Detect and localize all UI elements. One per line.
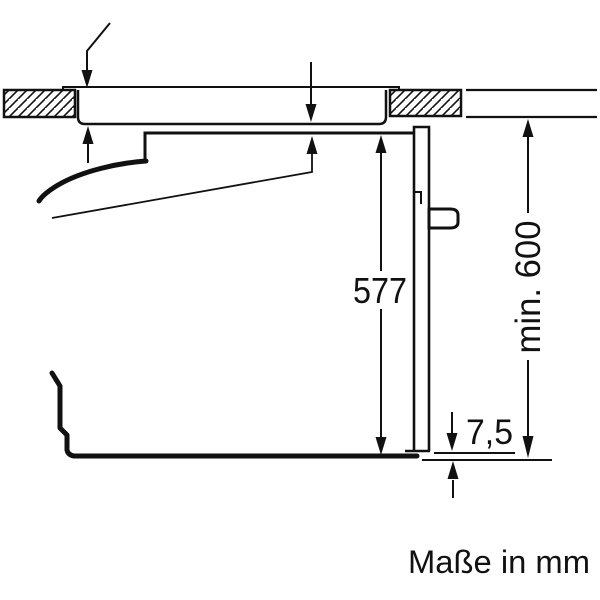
dimension-577: 577	[353, 135, 407, 455]
dim-577-label: 577	[353, 270, 407, 311]
units-note: Maße in mm	[408, 544, 590, 580]
arrow-down-icon	[522, 436, 534, 458]
arrow-up-icon	[306, 136, 318, 154]
hob-top-leader-arrow	[81, 22, 111, 88]
dim-min-600-label: min. 600	[509, 221, 548, 354]
arrow-up-icon	[82, 126, 94, 144]
oven-body-outline	[36, 131, 420, 459]
arrow-down-icon	[375, 437, 387, 455]
arrow-up-icon	[375, 135, 387, 153]
arrow-down-icon	[446, 433, 458, 451]
worktop-left-section	[2, 88, 77, 119]
oven-door	[405, 125, 460, 453]
worktop-right-extension	[466, 88, 597, 119]
arrow-up-icon	[447, 461, 459, 479]
hob-panel	[62, 86, 400, 126]
worktop-right-section	[388, 88, 463, 118]
dimension-min-600: min. 600	[509, 119, 548, 458]
hob-oven-gap-arrows	[51, 62, 318, 219]
arrow-up-icon	[522, 119, 534, 137]
arrow-down-icon	[305, 104, 317, 122]
arrow-down-icon	[81, 70, 93, 88]
door-handle	[427, 207, 460, 230]
dimension-7-5: 7,5	[422, 412, 552, 498]
hob-underside-arrow	[82, 126, 94, 163]
dim-7-5-label: 7,5	[466, 413, 513, 452]
